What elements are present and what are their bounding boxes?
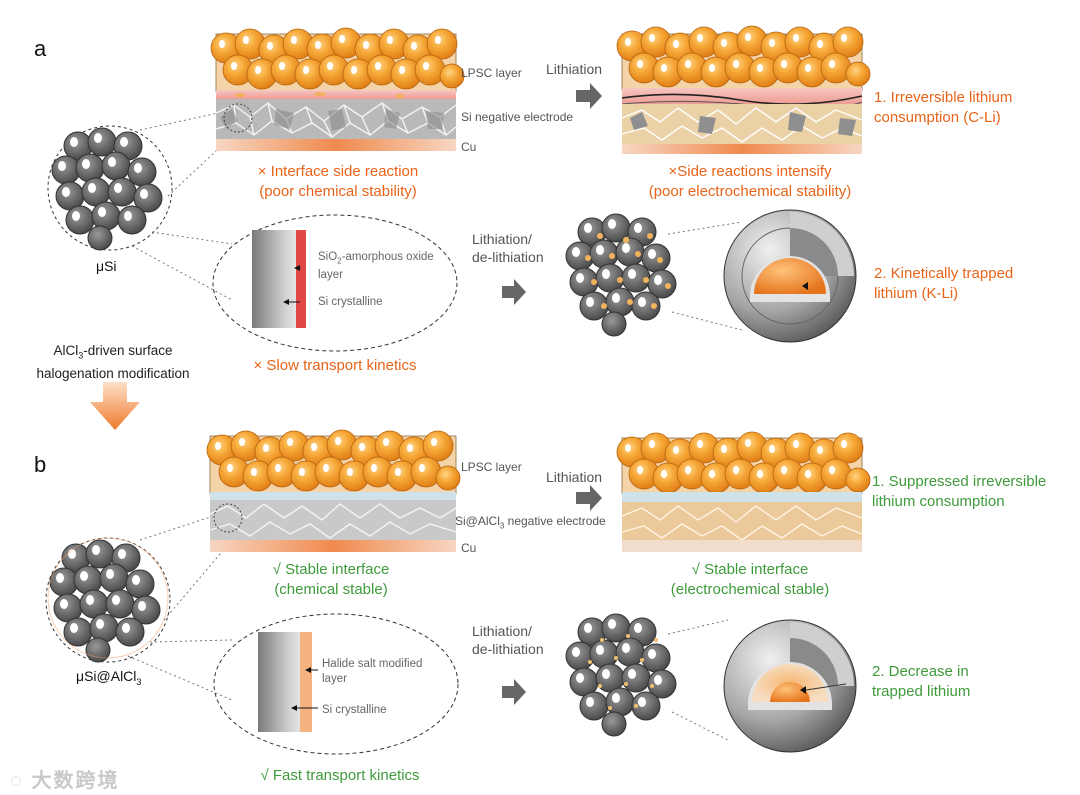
electrode-stack-b-initial bbox=[206, 429, 461, 552]
usi-alcl3-label: μSi@AlCl3 bbox=[76, 668, 142, 687]
usi-alcl3-particle-cluster bbox=[49, 539, 161, 663]
electrochemical-stable-note: √ Stable interface (electrochemical stab… bbox=[670, 561, 830, 598]
slow-kinetics-note: × Slow transport kinetics bbox=[253, 357, 417, 374]
electrode-stack-a-initial bbox=[210, 27, 465, 151]
si-negative-electrode-label: Si negative electrode bbox=[461, 110, 574, 124]
sio2-layer-label: SiO2-amorphous oxide layer bbox=[318, 251, 434, 282]
lithiated-cluster-b bbox=[565, 613, 677, 737]
halide-layer-label: Halide salt modified layer bbox=[322, 658, 423, 685]
delithiation-arrow-b bbox=[502, 679, 526, 705]
watermark: ◌ 大数跨境 bbox=[10, 770, 120, 792]
stable-interface-note: √ Stable interface (chemical stable) bbox=[272, 561, 390, 598]
side-reaction-note: × Interface side reaction (poor chemical… bbox=[257, 163, 419, 200]
lithiation-label-b: Lithiation bbox=[546, 469, 603, 485]
electrode-stack-a-lithiated bbox=[616, 25, 871, 154]
delithiation-label-a: Lithiation/ de-lithiation bbox=[472, 231, 544, 265]
usi-particle-cluster bbox=[51, 127, 163, 251]
panel-label-b: b bbox=[34, 452, 47, 477]
usi-label: μSi bbox=[96, 258, 117, 274]
si-crystal-bar-a bbox=[252, 230, 298, 328]
side-reactions-intensify-note: ×Side reactions intensify (poor electroc… bbox=[648, 163, 852, 200]
modification-arrow bbox=[90, 382, 140, 430]
si-crystalline-label-a: Si crystalline bbox=[318, 296, 383, 308]
electrode-stack-b-lithiated bbox=[616, 431, 871, 552]
decrease-trapped-note: 2. Decrease in trapped lithium bbox=[872, 663, 971, 700]
cross-section-sphere-b bbox=[723, 619, 857, 753]
c-li-note: 1. Irreversible lithium consumption (C-L… bbox=[874, 89, 1013, 126]
cu-label-a: Cu bbox=[461, 140, 477, 154]
k-li-note: 2. Kinetically trapped lithium (K-Li) bbox=[874, 265, 1014, 302]
lithiation-arrow-b bbox=[576, 485, 602, 511]
watermark-logo-icon: ◌ bbox=[10, 770, 24, 792]
cu-label-b: Cu bbox=[461, 541, 477, 555]
zoom-ellipse-b bbox=[213, 613, 459, 755]
panel-label-a: a bbox=[34, 36, 47, 61]
lithiated-cluster-a bbox=[565, 213, 677, 337]
lithiation-arrow-a bbox=[576, 83, 602, 109]
delithiation-arrow-a bbox=[502, 279, 526, 305]
zoom-ellipse-a bbox=[212, 214, 458, 352]
si-alcl3-electrode-label: Si@AlCl3 negative electrode bbox=[455, 514, 606, 531]
suppressed-consumption-note: 1. Suppressed irreversible lithium consu… bbox=[872, 473, 1047, 510]
halide-layer-bar-b bbox=[300, 632, 312, 732]
modification-label: AlCl3-driven surface halogenation modifi… bbox=[36, 343, 190, 381]
usi-zoom-circle bbox=[47, 125, 173, 251]
lithiation-label-a: Lithiation bbox=[546, 61, 603, 77]
fast-kinetics-note: √ Fast transport kinetics bbox=[260, 767, 420, 784]
cross-section-sphere-a bbox=[723, 209, 857, 343]
delithiation-label-b: Lithiation/ de-lithiation bbox=[472, 623, 544, 657]
si-crystalline-label-b: Si crystalline bbox=[322, 704, 387, 716]
lpsc-layer-label-a: LPSC layer bbox=[461, 66, 522, 80]
lpsc-layer-label-b: LPSC layer bbox=[461, 460, 522, 474]
oxide-layer-bar-a bbox=[296, 230, 306, 328]
usi-alcl3-zoom-circle bbox=[45, 537, 171, 663]
si-crystal-bar-b bbox=[258, 632, 302, 732]
